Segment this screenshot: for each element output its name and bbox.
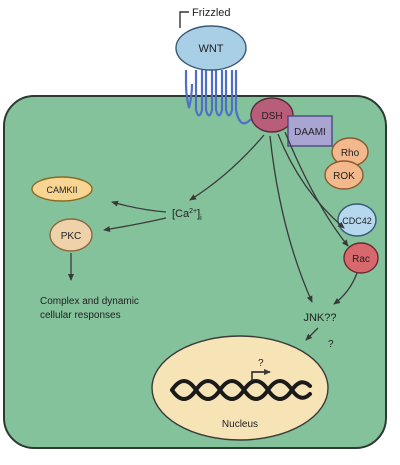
- rho-label: Rho: [341, 148, 360, 159]
- pkc-label: PKC: [61, 231, 82, 242]
- nucleus-question-mark: ?: [258, 358, 264, 369]
- arrow-dsh-to-jnk: [269, 135, 313, 303]
- jnk-label: JNK??: [303, 312, 336, 324]
- jnk-question-mark: ?: [328, 339, 334, 350]
- arrow-calcium-to-camkii: [111, 200, 167, 213]
- rac-label: Rac: [352, 254, 370, 265]
- camkii-node: [31, 176, 93, 202]
- rok-node: [324, 160, 364, 190]
- nucleus: [151, 335, 329, 441]
- dsh-label: DSH: [261, 111, 282, 122]
- pkc-node: [49, 218, 93, 252]
- arrow-dsh-to-cdc42: [277, 133, 345, 229]
- dna-helix: [170, 379, 312, 401]
- wnt-ligand: [175, 25, 247, 71]
- arrow-rac-to-jnk: [333, 272, 358, 305]
- frizzled-label-line: [179, 11, 189, 28]
- wnt-label: WNT: [198, 43, 223, 55]
- cdc42-node: [337, 203, 377, 237]
- rok-label: ROK: [333, 171, 355, 182]
- dsh-node: [250, 97, 294, 133]
- responses-line-1: Complex and dynamic: [40, 296, 139, 307]
- calcium-label: [Ca2+]i: [172, 208, 202, 222]
- daam-label: DAAMI: [294, 127, 326, 138]
- nucleus-label: Nucleus: [222, 419, 258, 430]
- frizzled-label: Frizzled: [192, 7, 231, 19]
- arrow-jnk-to-nucleus: [305, 327, 319, 341]
- rac-node: [343, 242, 379, 274]
- transcription-start-arrow: [251, 369, 271, 384]
- cdc42-label: CDC42: [342, 216, 372, 226]
- arrow-dsh-to-calcium: [189, 134, 265, 201]
- camkii-label: CAMKII: [46, 185, 77, 195]
- pathway-arrows: [68, 131, 358, 341]
- arrow-dsh-to-rac: [284, 131, 349, 247]
- responses-line-2: cellular responses: [40, 310, 121, 321]
- arrow-calcium-to-pkc: [103, 217, 167, 232]
- daam-node: [287, 115, 333, 147]
